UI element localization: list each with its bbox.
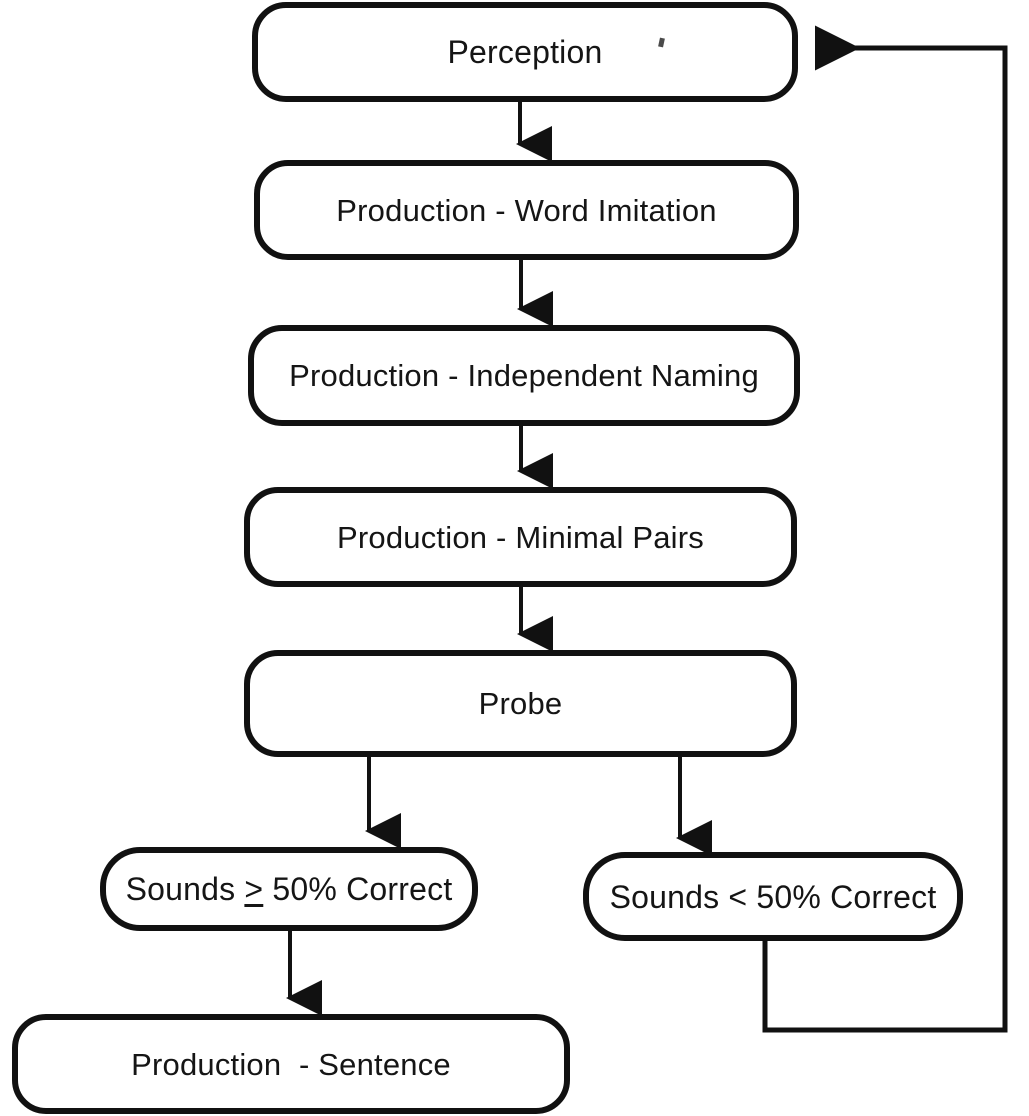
node-sounds-greater-equal-50-percent[interactable]: Sounds > 50% Correct <box>100 847 478 931</box>
node-perception[interactable]: Perception <box>252 2 798 102</box>
node-sounds-less-than-50-percent-label: Sounds < 50% Correct <box>609 878 937 915</box>
node-production-independent-naming[interactable]: Production - Independent Naming <box>248 325 800 426</box>
sounds-ge-suffix: 50% Correct <box>263 871 453 907</box>
sounds-ge-prefix: Sounds <box>125 871 245 907</box>
greater-than-or-equal-symbol: > <box>244 871 264 907</box>
node-sounds-less-than-50-percent[interactable]: Sounds < 50% Correct <box>583 852 963 941</box>
edge-sounds-lt-to-perception-feedback-loop <box>762 25 1008 1033</box>
node-production-independent-naming-label: Production - Independent Naming <box>289 358 759 393</box>
node-production-sentence-label: Production - Sentence <box>131 1046 451 1082</box>
node-production-sentence[interactable]: Production - Sentence <box>12 1014 570 1114</box>
node-production-word-imitation[interactable]: Production - Word Imitation <box>254 160 799 260</box>
node-probe[interactable]: Probe <box>244 650 797 757</box>
node-sounds-greater-equal-50-percent-label: Sounds > 50% Correct <box>126 873 453 905</box>
node-production-minimal-pairs-label: Production - Minimal Pairs <box>337 519 704 555</box>
node-production-word-imitation-label: Production - Word Imitation <box>336 192 717 228</box>
node-probe-label: Probe <box>478 686 563 721</box>
node-perception-label: Perception <box>447 34 603 70</box>
node-production-minimal-pairs[interactable]: Production - Minimal Pairs <box>244 487 797 587</box>
